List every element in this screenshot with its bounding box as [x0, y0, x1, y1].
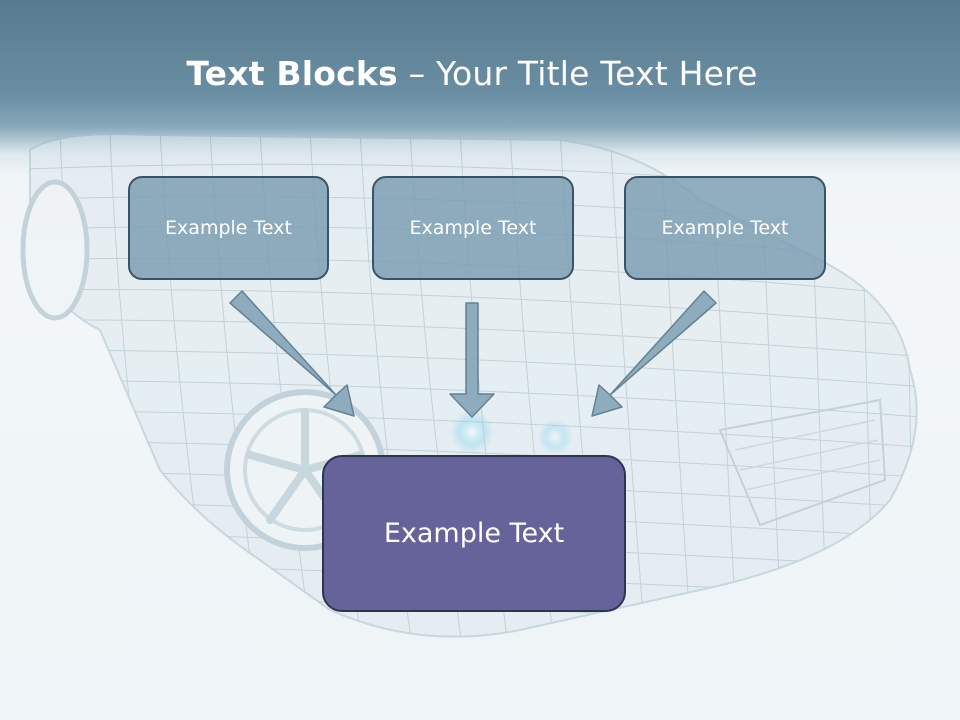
text-block-3-label: Example Text — [661, 217, 789, 239]
text-block-2: Example Text — [372, 176, 574, 280]
title-rest: Your Title Text Here — [435, 54, 758, 93]
text-block-1: Example Text — [128, 176, 329, 280]
arrow-center-down — [449, 302, 495, 418]
target-text-block: Example Text — [322, 455, 626, 612]
arrow-right-diagonal — [591, 290, 717, 417]
text-block-2-label: Example Text — [409, 217, 537, 239]
target-text-block-label: Example Text — [383, 518, 565, 549]
slide-title: Text Blocks – Your Title Text Here — [0, 54, 944, 93]
text-block-1-label: Example Text — [165, 217, 292, 239]
arrow-left-diagonal — [229, 290, 355, 417]
title-bold-part: Text Blocks — [186, 54, 398, 93]
text-block-3: Example Text — [624, 176, 826, 280]
title-dash: – — [397, 54, 436, 93]
